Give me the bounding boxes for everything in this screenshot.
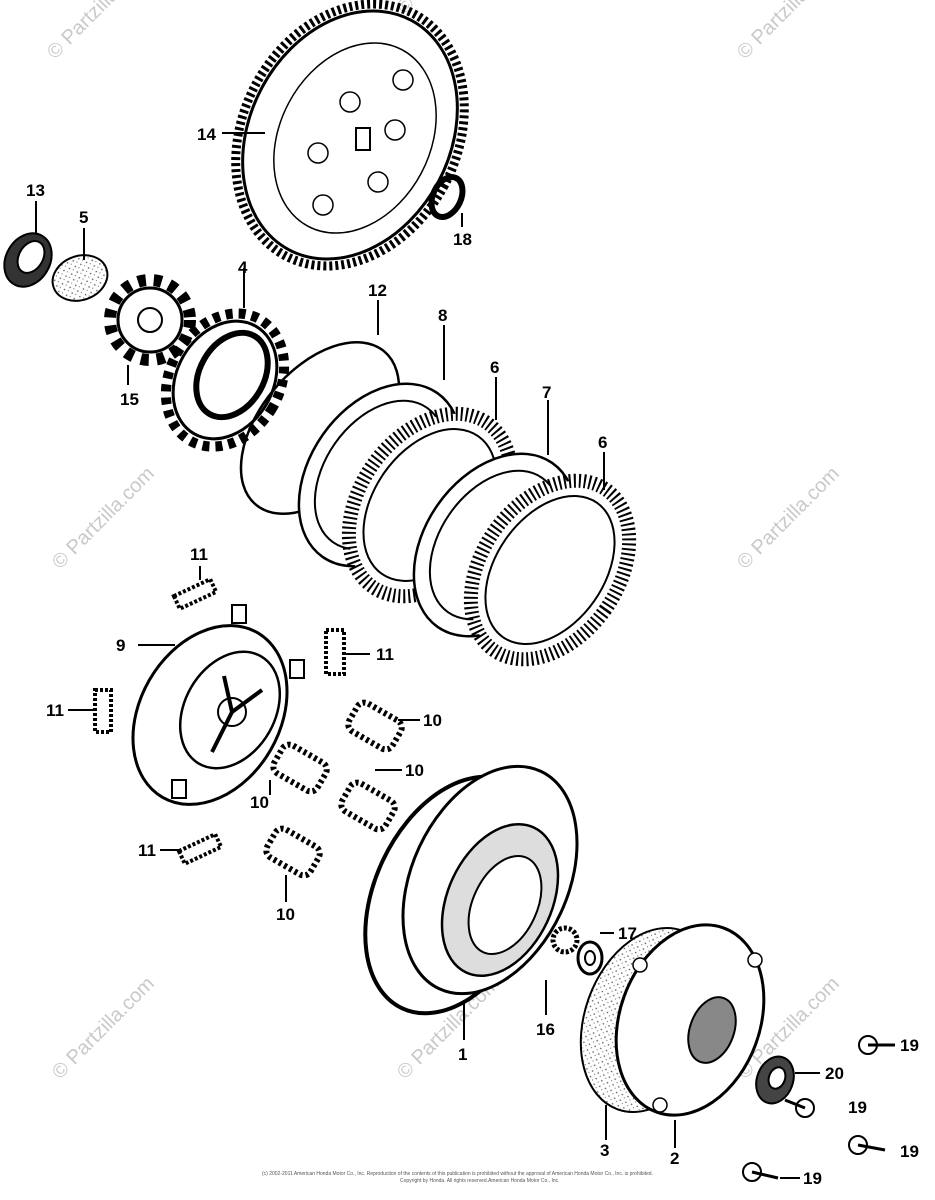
- callout-10b: 10: [405, 761, 424, 780]
- callout-19a: 19: [900, 1036, 919, 1055]
- watermark: © Partzilla.com: [48, 463, 159, 574]
- callout-10c: 10: [250, 793, 269, 812]
- part-10-spring: [270, 741, 330, 795]
- part-16-nut: [576, 940, 604, 976]
- callout-6a: 6: [490, 358, 499, 377]
- leader-lines: [35, 132, 820, 1179]
- callout-9: 9: [116, 636, 125, 655]
- part-14-large-gear: [231, 0, 469, 271]
- part-17-spline-washer: [550, 925, 580, 955]
- part-11-spring: [171, 576, 219, 612]
- part-11-spring: [176, 831, 224, 867]
- copyright-line-2: Copyright by Honda. All rights reserved.…: [400, 1178, 560, 1184]
- watermark: © Partzilla.com: [48, 973, 159, 1084]
- part-18-circlip: [428, 174, 466, 220]
- callout-19d: 19: [803, 1169, 822, 1188]
- part-10-spring: [345, 699, 405, 753]
- callout-2: 2: [670, 1149, 679, 1168]
- callout-11b: 11: [376, 645, 394, 664]
- part-15-pinion-gear: [104, 274, 196, 366]
- callout-5: 5: [79, 208, 88, 227]
- callout-20: 20: [825, 1064, 844, 1083]
- part-5-needle-bearing: [51, 254, 109, 302]
- callout-4: 4: [238, 258, 248, 277]
- part-13-oil-seal: [3, 232, 53, 288]
- callout-11a: 11: [190, 545, 208, 564]
- callout-18: 18: [453, 230, 472, 249]
- callout-12: 12: [368, 281, 387, 300]
- watermark: © Partzilla.com: [733, 0, 844, 64]
- part-10-spring: [263, 825, 323, 879]
- callout-3: 3: [600, 1141, 609, 1160]
- callout-14: 14: [197, 125, 216, 144]
- watermark: © Partzilla.com: [43, 0, 154, 64]
- part-1-clutch-drum: [363, 764, 579, 1016]
- callout-13: 13: [26, 181, 45, 200]
- callout-19b: 19: [848, 1098, 867, 1117]
- part-4-clutch-outer-gear: [160, 308, 290, 452]
- part-11-spring: [324, 628, 346, 676]
- callout-11c: 11: [46, 701, 64, 720]
- callout-19c: 19: [900, 1142, 919, 1161]
- callout-7: 7: [542, 383, 551, 402]
- callout-10a: 10: [423, 711, 442, 730]
- callout-6b: 6: [598, 433, 607, 452]
- watermark: © Partzilla.com: [733, 463, 844, 574]
- callout-16: 16: [536, 1020, 555, 1039]
- callout-1: 1: [458, 1045, 467, 1064]
- part-9-clutch-center: [131, 604, 305, 806]
- callout-17: 17: [618, 924, 637, 943]
- copyright-line-1: (c) 2002-2011 American Honda Motor Co., …: [262, 1171, 653, 1177]
- part-19-screw: [784, 1098, 815, 1118]
- part-6-friction-disc: [463, 473, 637, 667]
- part-19-screw: [858, 1035, 895, 1055]
- part-11-spring: [93, 688, 113, 734]
- callout-11d: 11: [138, 841, 156, 860]
- part-20-bearing: [755, 1055, 795, 1105]
- callouts: 14 13 5 4 12 8 6 7 6 18 15 11 9 11 11 10…: [26, 125, 919, 1188]
- callout-8: 8: [438, 306, 447, 325]
- callout-15: 15: [120, 390, 139, 409]
- callout-10d: 10: [276, 905, 295, 924]
- part-2-cover: [614, 923, 766, 1117]
- copyright-footer: (c) 2002-2011 American Honda Motor Co., …: [262, 1171, 653, 1184]
- part-10-spring: [338, 779, 398, 833]
- part-19-screw: [742, 1162, 779, 1182]
- part-19-screw: [848, 1135, 886, 1155]
